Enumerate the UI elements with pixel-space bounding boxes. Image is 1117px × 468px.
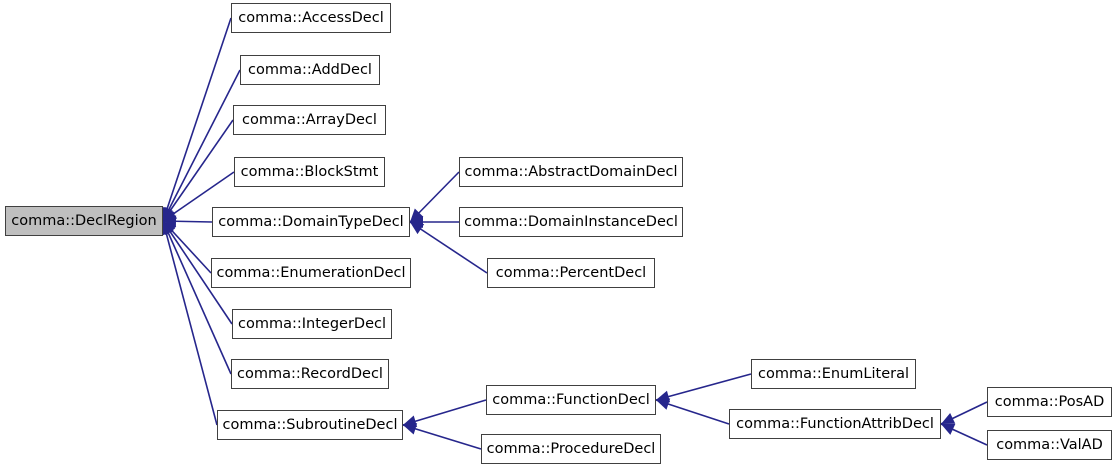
arrowhead-proceduredecl-to-subroutinedecl (403, 423, 418, 435)
arrowhead-posad-to-funcattribdecl (941, 412, 956, 424)
arrowhead-domaintypedecl-to-declregion (163, 215, 177, 228)
edge-proceduredecl-to-subroutinedecl (402, 424, 482, 450)
node-domaininstance[interactable]: comma::DomainInstanceDecl (459, 207, 683, 237)
node-label: comma::ValAD (996, 436, 1103, 453)
node-functiondecl[interactable]: comma::FunctionDecl (486, 385, 656, 415)
node-posad[interactable]: comma::PosAD (987, 387, 1112, 417)
node-label: comma::PosAD (994, 393, 1105, 410)
node-declregion[interactable]: comma::DeclRegion (5, 206, 163, 236)
node-label: comma::AddDecl (248, 61, 372, 78)
node-label: comma::DeclRegion (11, 212, 157, 229)
node-label: comma::ArrayDecl (242, 111, 377, 128)
node-label: comma::DomainTypeDecl (218, 213, 404, 230)
edge-functiondecl-to-subroutinedecl (402, 399, 487, 426)
node-label: comma::FunctionDecl (492, 391, 650, 408)
edge-adddecl-to-declregion (162, 69, 241, 222)
node-label: comma::FunctionAttribDecl (736, 415, 934, 432)
node-label: comma::IntegerDecl (238, 315, 386, 332)
node-integerdecl[interactable]: comma::IntegerDecl (232, 309, 392, 339)
arrowhead-subroutinedecl-to-declregion (160, 221, 173, 236)
arrowhead-funcattribdecl-to-functiondecl (656, 398, 671, 410)
node-label: comma::PercentDecl (495, 264, 647, 281)
edge-enumliteral-to-functiondecl (655, 373, 752, 401)
node-accessdecl[interactable]: comma::AccessDecl (231, 3, 391, 33)
node-label: comma::AbstractDomainDecl (464, 163, 678, 180)
node-label: comma::ProcedureDecl (486, 440, 656, 457)
node-label: comma::AccessDecl (238, 9, 384, 26)
node-domaintypedecl[interactable]: comma::DomainTypeDecl (212, 207, 410, 237)
arrowhead-abstractdomain-to-domaintypedecl (410, 208, 424, 222)
edge-accessdecl-to-declregion (162, 17, 232, 222)
node-label: comma::BlockStmt (240, 163, 379, 180)
edge-blockstmt-to-declregion (162, 171, 235, 222)
edge-arraydecl-to-declregion (162, 119, 234, 222)
node-label: comma::EnumerationDecl (216, 264, 406, 281)
node-enumliteral[interactable]: comma::EnumLiteral (751, 359, 916, 389)
edge-subroutinedecl-to-declregion (162, 220, 218, 426)
edge-recorddecl-to-declregion (162, 220, 232, 375)
arrowhead-valad-to-funcattribdecl (941, 423, 956, 435)
node-proceduredecl[interactable]: comma::ProcedureDecl (481, 434, 661, 464)
node-abstractdomain[interactable]: comma::AbstractDomainDecl (459, 157, 683, 187)
node-adddecl[interactable]: comma::AddDecl (240, 55, 380, 85)
node-label: comma::RecordDecl (237, 365, 383, 382)
node-arraydecl[interactable]: comma::ArrayDecl (233, 105, 386, 135)
node-subroutinedecl[interactable]: comma::SubroutineDecl (217, 410, 403, 440)
arrowhead-percentdecl-to-domaintypedecl (410, 222, 425, 235)
edge-integerdecl-to-declregion (162, 220, 233, 325)
node-enumerationdecl[interactable]: comma::EnumerationDecl (211, 258, 411, 288)
node-blockstmt[interactable]: comma::BlockStmt (234, 157, 385, 187)
node-label: comma::DomainInstanceDecl (464, 213, 678, 230)
node-label: comma::SubroutineDecl (222, 416, 398, 433)
node-percentdecl[interactable]: comma::PercentDecl (487, 258, 655, 288)
node-recorddecl[interactable]: comma::RecordDecl (231, 359, 389, 389)
node-funcattribdecl[interactable]: comma::FunctionAttribDecl (729, 409, 941, 439)
edge-percentdecl-to-domaintypedecl (409, 221, 488, 274)
node-label: comma::EnumLiteral (757, 365, 909, 382)
node-valad[interactable]: comma::ValAD (987, 430, 1112, 460)
